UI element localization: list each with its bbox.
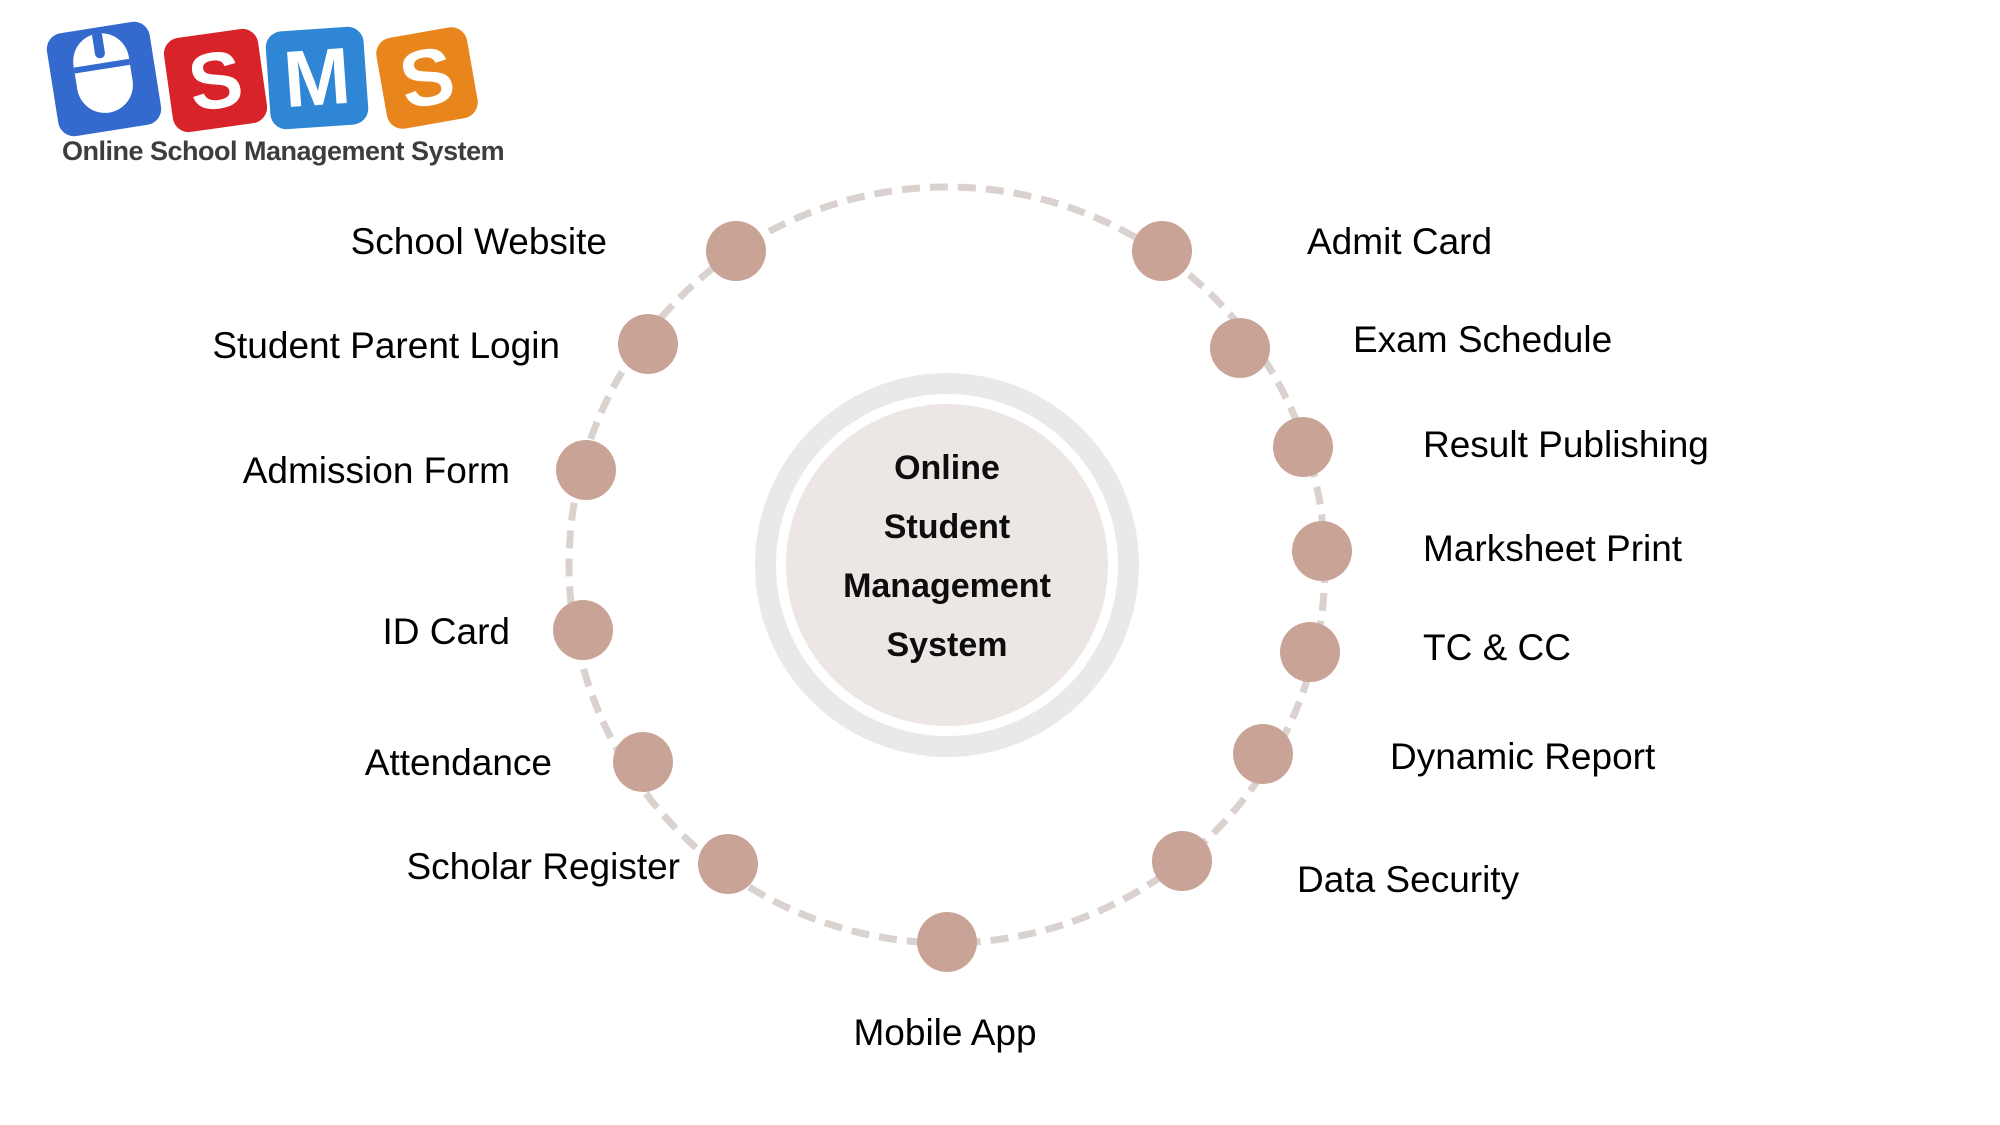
feature-label-exam-schedule: Exam Schedule (1353, 319, 1613, 360)
center-title-line: Online (894, 449, 1000, 487)
feature-label-data-security: Data Security (1297, 859, 1520, 900)
logo-tagline: Online School Management System (62, 136, 505, 166)
feature-label-school-website: School Website (350, 221, 607, 262)
feature-label-attendance: Attendance (364, 742, 552, 783)
feature-label-admission-form: Admission Form (242, 450, 510, 491)
feature-dot-id-card (553, 600, 613, 660)
feature-dot-dynamic-report (1233, 724, 1293, 784)
feature-dot-school-website (706, 221, 766, 281)
computer-mouse-icon (66, 25, 143, 132)
feature-dot-mobile-app (917, 912, 977, 972)
feature-label-mobile-app: Mobile App (853, 1012, 1037, 1053)
feature-dot-attendance (613, 732, 673, 792)
feature-dot-admission-form (556, 440, 616, 500)
feature-label-tc-and-cc: TC & CC (1423, 627, 1571, 668)
osms-logo: S M S Online School Management System (0, 0, 560, 180)
feature-dot-tc-and-cc (1280, 622, 1340, 682)
feature-dot-admit-card (1132, 221, 1192, 281)
feature-dot-marksheet-print (1292, 521, 1352, 581)
feature-dot-student-parent-login (618, 314, 678, 374)
center-title-line: System (886, 626, 1008, 664)
feature-dot-exam-schedule (1210, 318, 1270, 378)
center-title-line: Management (843, 567, 1051, 605)
feature-label-scholar-register: Scholar Register (406, 846, 680, 887)
feature-dot-result-publishing (1273, 417, 1333, 477)
center-inner-circle: Online Student Management System (776, 394, 1118, 736)
logo-mouse-tile (44, 19, 164, 139)
feature-label-marksheet-print: Marksheet Print (1423, 528, 1683, 569)
center-circle: Online Student Management System (755, 373, 1139, 757)
feature-dot-data-security (1152, 831, 1212, 891)
feature-label-admit-card: Admit Card (1307, 221, 1493, 262)
feature-label-result-publishing: Result Publishing (1423, 424, 1709, 465)
feature-dot-scholar-register (698, 834, 758, 894)
center-title: Online Student Management System (843, 439, 1051, 675)
feature-label-student-parent-login: Student Parent Login (212, 325, 560, 366)
center-title-line: Student (883, 508, 1011, 546)
feature-label-id-card: ID Card (382, 611, 510, 652)
feature-label-dynamic-report: Dynamic Report (1390, 736, 1656, 777)
